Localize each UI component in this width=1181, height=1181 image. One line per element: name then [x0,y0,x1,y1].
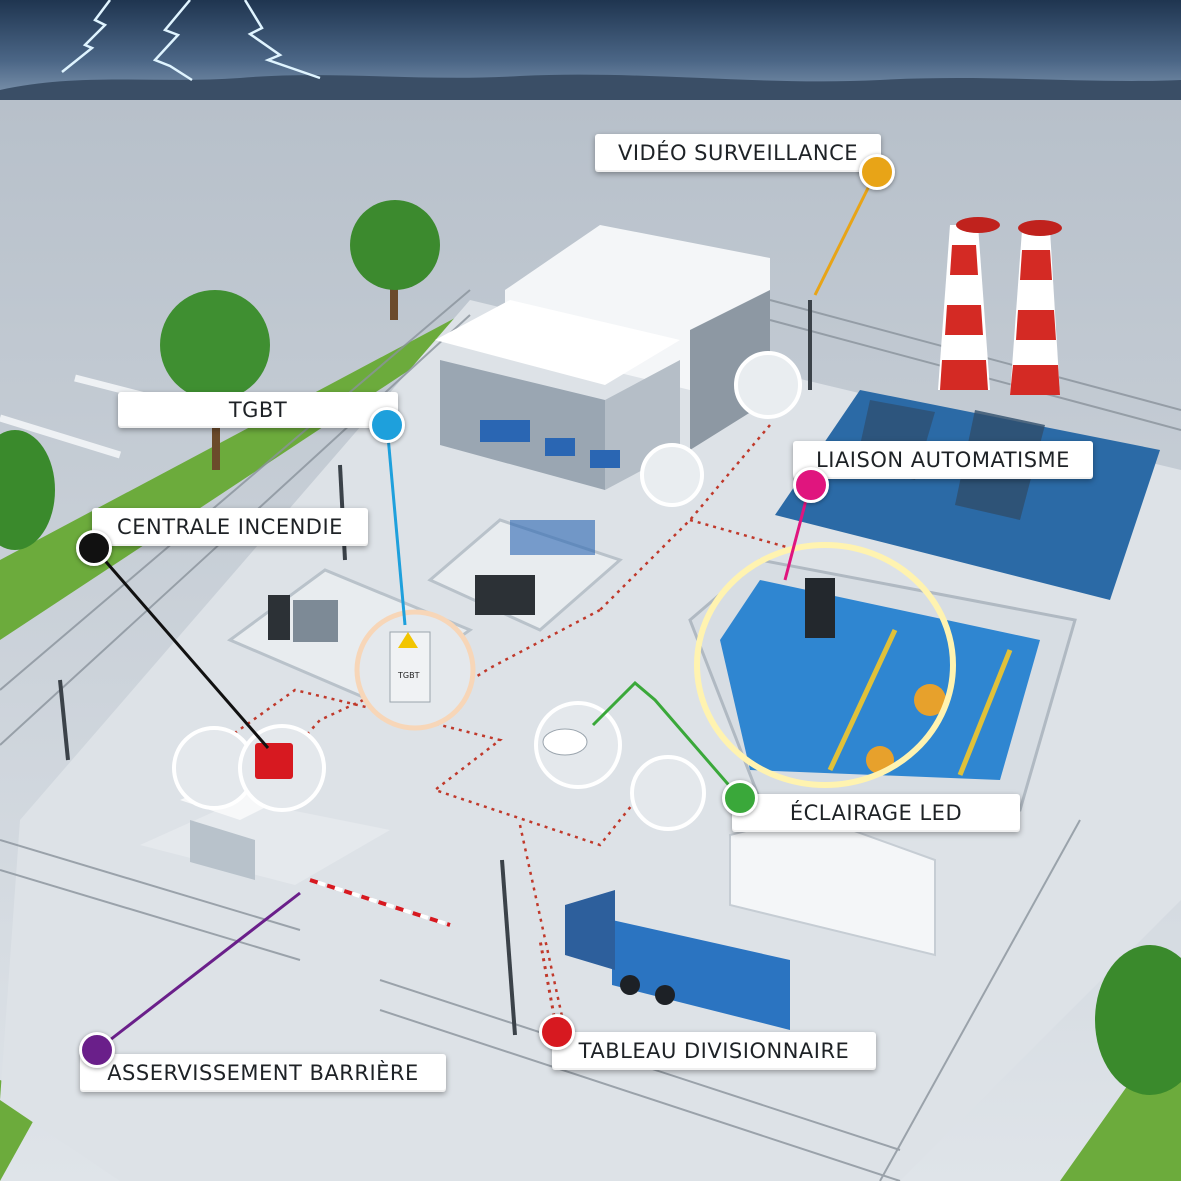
dot-tableau-divisionnaire [539,1014,575,1050]
tree-1 [350,200,440,320]
label-tableau-divisionnaire: TABLEAU DIVISIONNAIRE [552,1032,876,1070]
label-liaison-automatisme: LIAISON AUTOMATISME [793,441,1093,479]
truck [565,890,790,1030]
dot-video-surveillance [859,154,895,190]
leader-tgbt [385,424,407,626]
label-centrale-incendie: CENTRALE INCENDIE [92,508,368,546]
label-tgbt: TGBT [118,392,398,428]
automatisme-highlight [694,542,956,788]
tree-4 [1095,945,1181,1095]
tree-3 [0,430,55,550]
dot-tgbt [369,407,405,443]
leader-video [813,171,878,296]
leader-eclairage [591,680,742,799]
label-eclairage-led: ÉCLAIRAGE LED [732,794,1020,832]
industrial-hall [688,558,1077,812]
leader-incendie [92,547,270,749]
dot-centrale-incendie [76,530,112,566]
building-control-room [435,300,680,490]
chimney-right [1010,220,1062,395]
label-video-surveillance: VIDÉO SURVEILLANCE [595,134,881,172]
leader-barriere [96,891,301,1052]
dot-eclairage-led [722,780,758,816]
lightning-bolts [61,0,321,82]
barrier-arm [309,878,451,927]
dot-asservissement-barriere [79,1032,115,1068]
server-room-center [427,518,623,632]
chimney-left [938,217,1000,390]
leader-lines [92,171,878,1052]
tree-2 [160,290,270,470]
tgbt-cabinet-sign: TGBT [397,671,420,680]
dot-liaison-automatisme [793,467,829,503]
label-asservissement-barriere: ASSERVISSEMENT BARRIÈRE [80,1054,446,1092]
callout-circles [172,351,956,831]
